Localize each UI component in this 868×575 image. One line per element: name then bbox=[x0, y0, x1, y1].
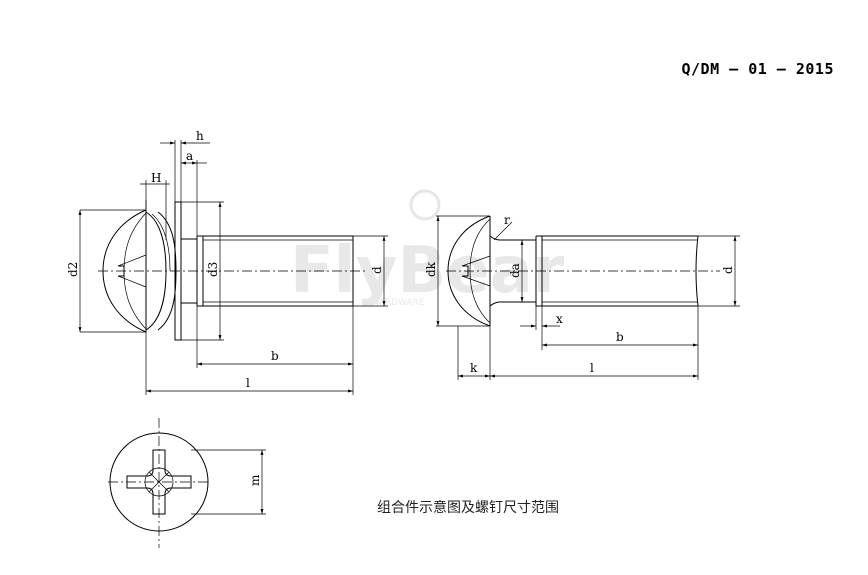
b-label: b bbox=[271, 349, 279, 363]
d3-label: d3 bbox=[206, 262, 220, 277]
screw-view: dk da d r x b k l bbox=[424, 213, 740, 380]
head-circle bbox=[109, 432, 209, 532]
flat-washer bbox=[174, 201, 182, 341]
a-label: a bbox=[186, 149, 193, 163]
screw-head-inner-arc bbox=[469, 218, 491, 324]
recess-circle bbox=[144, 467, 174, 497]
screw-head-outline bbox=[447, 215, 491, 327]
recess-line bbox=[461, 275, 491, 287]
dk-label: dk bbox=[424, 261, 438, 277]
recess-line bbox=[117, 254, 147, 267]
x-label: x bbox=[556, 312, 563, 326]
m-label: m bbox=[248, 474, 262, 486]
recess-slot bbox=[118, 265, 125, 277]
b-label-right: b bbox=[616, 330, 624, 344]
d2-label: d2 bbox=[66, 262, 80, 277]
spring-washer-outline bbox=[145, 211, 167, 331]
head-top-view: m bbox=[108, 418, 266, 548]
cross-recess-outline bbox=[126, 449, 192, 515]
k-label: k bbox=[470, 361, 478, 375]
r-label: r bbox=[504, 213, 510, 227]
l-label-right: l bbox=[590, 361, 594, 375]
r-leader-line bbox=[493, 221, 513, 241]
assembly-view: d2 d3 d b l H h a bbox=[66, 129, 388, 395]
l-label: l bbox=[246, 376, 250, 390]
recess-line bbox=[461, 255, 491, 267]
watermark-sub: HARDWARE bbox=[372, 298, 425, 308]
recess-slot bbox=[462, 265, 469, 277]
screw-end bbox=[695, 235, 699, 307]
recess-line bbox=[117, 275, 147, 288]
spring-washer-outline bbox=[157, 211, 177, 331]
watermark: FlyBear HARDWARE bbox=[290, 189, 565, 308]
H-label: H bbox=[151, 171, 161, 185]
bear-logo-icon bbox=[409, 189, 441, 221]
pan-head-outline bbox=[102, 209, 147, 333]
d-label: d bbox=[370, 266, 384, 274]
d-label-right: d bbox=[721, 266, 735, 274]
recess-diagonal bbox=[148, 471, 170, 493]
figure-caption: 组合件示意图及螺钉尺寸范围 bbox=[377, 500, 559, 516]
da-label: da bbox=[508, 263, 522, 278]
h-label: h bbox=[196, 129, 204, 143]
document-code: Q/DM – 01 – 2015 bbox=[681, 60, 834, 78]
